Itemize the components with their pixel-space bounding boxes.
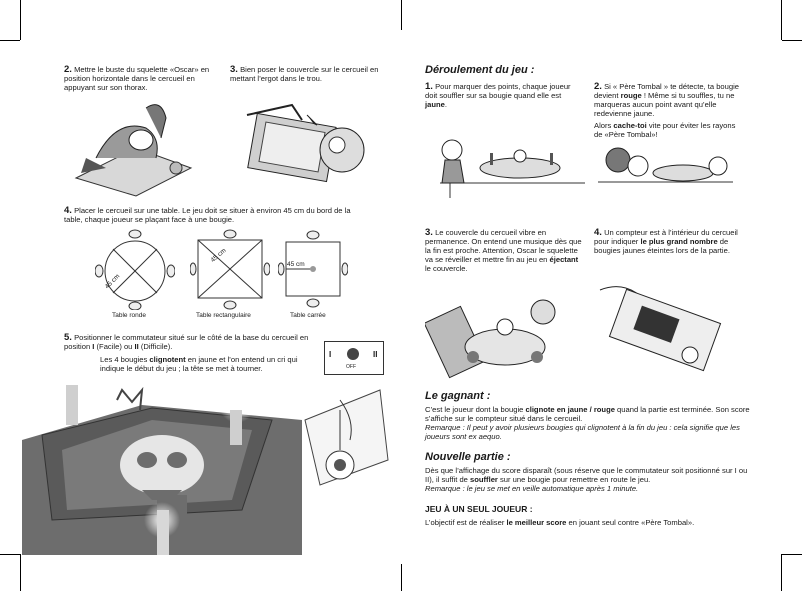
hide-illustration bbox=[598, 147, 733, 183]
switch-ii-label: II bbox=[373, 350, 378, 359]
step-5-detail: Les 4 bougies clignotent en jaune et l’o… bbox=[100, 355, 298, 373]
switch-hand-illustration bbox=[304, 389, 389, 486]
table-rect-label: Table rectangulaire bbox=[196, 312, 251, 319]
gagnant-remark: Remarque : Il peut y avoir plusieurs bou… bbox=[425, 423, 740, 441]
table-rect-diagram bbox=[190, 229, 270, 310]
table-round-label: Table ronde bbox=[112, 312, 146, 319]
switch-i-label: I bbox=[329, 350, 332, 359]
crop-mark bbox=[782, 554, 802, 555]
nouvelle-remark: Remarque : le jeu se met en veille autom… bbox=[425, 484, 639, 493]
crop-mark bbox=[781, 0, 782, 40]
coffin-skull-illustration bbox=[22, 362, 302, 555]
section-title-nouvelle: Nouvelle partie : bbox=[425, 451, 511, 463]
r-step-1: 1. Pour marquer des points, chaque joueu… bbox=[425, 81, 571, 109]
table-square-dist: 45 cm bbox=[287, 261, 305, 268]
crop-mark bbox=[0, 40, 20, 41]
step-5: 5. Positionner le commutateur situé sur … bbox=[64, 332, 309, 351]
table-square-label: Table carrée bbox=[290, 312, 326, 319]
r-step-3: 3. Le couvercle du cercueil vibre en per… bbox=[425, 227, 582, 273]
crop-mark bbox=[782, 40, 802, 41]
r-step-2: 2. Si « Père Tombal » te détecte, ta bou… bbox=[594, 81, 740, 139]
gagnant-text: C’est le joueur dont la bougie clignote … bbox=[425, 405, 755, 441]
switch-diagram: I II OFF bbox=[324, 341, 384, 375]
r-step-4: 4. Un compteur est à l’intérieur du cerc… bbox=[594, 227, 738, 255]
center-mark bbox=[401, 564, 402, 591]
center-mark bbox=[401, 0, 402, 30]
step-4: 4. Placer le cercueil sur une table. Le … bbox=[64, 205, 351, 224]
section-title-gagnant: Le gagnant : bbox=[425, 390, 491, 402]
switch-icon bbox=[347, 348, 359, 360]
step-2: 2. Mettre le buste du squelette «Oscar» … bbox=[64, 64, 210, 92]
nouvelle-text: Dès que l’affichage du score disparaît (… bbox=[425, 466, 755, 493]
crop-mark bbox=[20, 0, 21, 40]
crop-mark bbox=[20, 554, 21, 591]
lid-eject-illustration bbox=[425, 299, 556, 379]
coffin-lid-illustration bbox=[246, 103, 365, 183]
seul-text: L’objectif est de réaliser le meilleur s… bbox=[425, 518, 695, 527]
switch-off-label: OFF bbox=[346, 364, 356, 370]
step-3: 3. Bien poser le couvercle sur le cercue… bbox=[230, 64, 379, 83]
crop-mark bbox=[0, 554, 20, 555]
skeleton-press-illustration bbox=[74, 104, 193, 197]
section-title-seul: JEU À UN SEUL JOUEUR : bbox=[425, 504, 533, 514]
table-square-diagram bbox=[278, 230, 348, 308]
crop-mark bbox=[781, 554, 782, 591]
table-round-diagram bbox=[95, 229, 175, 310]
counter-illustration bbox=[599, 286, 722, 372]
section-title-deroulement: Déroulement du jeu : bbox=[425, 64, 535, 76]
blow-candle-illustration bbox=[440, 139, 585, 198]
